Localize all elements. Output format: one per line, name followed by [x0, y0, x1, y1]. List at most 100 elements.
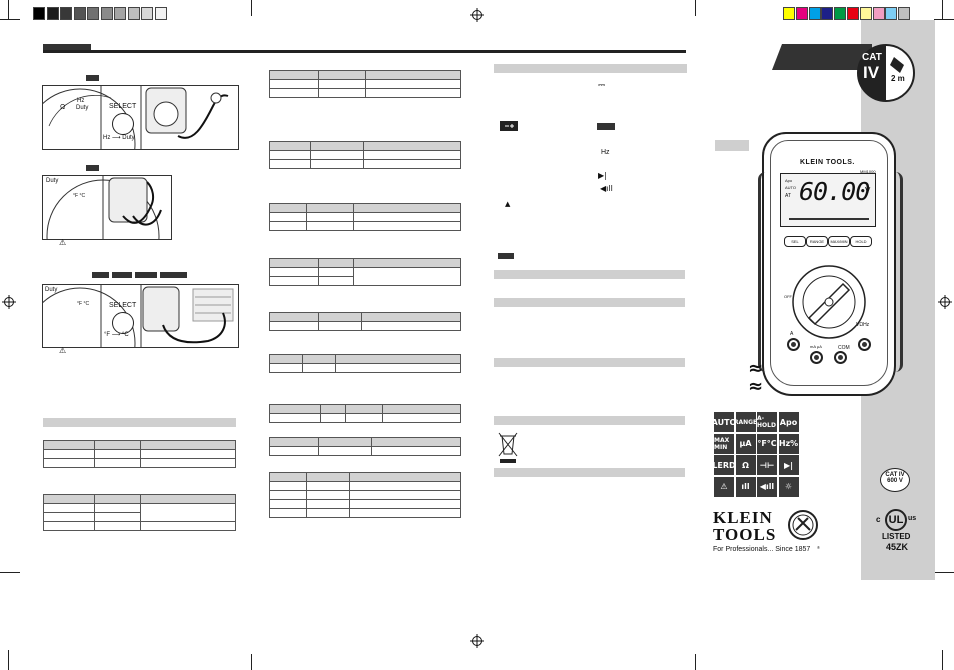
lcd-apo: Apo	[785, 178, 793, 183]
color-swatch	[847, 7, 859, 20]
gray-swatch	[87, 7, 99, 20]
jack-v[interactable]	[858, 338, 871, 351]
lcd-auto: AUTO	[785, 185, 797, 190]
section-tab	[43, 44, 91, 53]
logo-seal-icon	[788, 510, 818, 540]
continuity-icon: ◀ıll	[600, 184, 613, 193]
spec-table	[269, 258, 461, 286]
crop-mark	[8, 650, 9, 670]
registration-mark-left	[2, 295, 16, 309]
dial-off-label: OFF	[784, 294, 792, 299]
cat-label: CAT	[862, 52, 882, 63]
ul-listed-mark: c UL us LISTED 45ZK	[876, 509, 920, 555]
logo-wordmark: KLEIN TOOLS	[713, 508, 777, 544]
cat-badge-banner	[772, 44, 872, 70]
section-header	[494, 64, 687, 73]
gray-swatch	[73, 7, 86, 20]
gray-swatch	[33, 7, 45, 20]
spec-table	[269, 404, 461, 423]
crop-mark	[942, 0, 943, 20]
logo-tagline: For Professionals... Since 1857	[713, 546, 811, 553]
crop-mark	[251, 0, 252, 16]
diode-icon: ▶|	[598, 171, 607, 180]
maxmin-icon: MAX MIN	[714, 433, 734, 454]
bargraph-icon: ıll	[735, 476, 756, 497]
select-label: SELECT	[109, 103, 137, 110]
header-rule	[43, 50, 686, 53]
color-swatch	[795, 7, 808, 20]
color-swatch	[872, 7, 885, 20]
logo-reg-mark: ®	[817, 545, 820, 550]
temp-caption: °F ⟶ °C	[104, 332, 129, 338]
sel-button[interactable]: SEL	[784, 236, 806, 247]
gray-swatch	[154, 7, 167, 20]
crop-mark	[0, 572, 20, 573]
diode-icon: ▶|	[778, 455, 799, 475]
crop-mark	[0, 19, 20, 20]
registration-mark-right	[938, 295, 952, 309]
lcd-unit: V	[865, 186, 871, 195]
select-button[interactable]	[112, 113, 134, 135]
spec-table	[269, 141, 461, 169]
hz-symbol: Hz	[601, 149, 610, 156]
jack-a[interactable]	[787, 338, 800, 351]
label-tag	[160, 272, 187, 278]
hz-duty-diagram: Ω Hz Duty SELECT Hz ⟶ Duty	[42, 85, 239, 150]
select-button[interactable]	[112, 312, 134, 334]
color-swatch	[808, 7, 821, 20]
backlight-icon: ☼	[778, 476, 799, 497]
hold-button[interactable]: HOLD	[850, 236, 872, 247]
rotary-dial[interactable]	[787, 260, 871, 344]
section-header	[494, 298, 685, 307]
label-tag	[498, 253, 514, 259]
color-swatch	[885, 7, 898, 20]
meter-lcd: Apo AUTO AT 60.00 V	[780, 173, 876, 227]
battery-icon	[500, 121, 518, 131]
section-header	[494, 416, 685, 425]
crop-mark	[695, 0, 696, 16]
dc-symbol: ⎓	[598, 80, 606, 90]
ul-code: 45ZK	[886, 542, 909, 552]
gray-swatch	[46, 7, 59, 20]
color-swatch	[859, 7, 872, 20]
triangle-icon: ▲	[505, 200, 511, 208]
ul-us: us	[908, 515, 917, 522]
cert-volts: 600 V	[887, 478, 903, 484]
ul-c: c	[876, 515, 881, 524]
color-swatch	[821, 7, 834, 20]
crop-mark	[942, 650, 943, 670]
jack-ma-label: mA μA	[810, 344, 822, 349]
spec-table	[269, 354, 461, 373]
microamp-icon: μA	[735, 433, 756, 454]
label-tag	[92, 272, 109, 278]
jack-com[interactable]	[834, 351, 847, 364]
ul-circle-icon: UL	[885, 509, 907, 531]
temperature-diagram: Duty °F °C SELECT °F ⟶ °C	[42, 284, 239, 348]
jack-v-label: VΩHz	[856, 322, 870, 328]
warning-icon: ⚠	[59, 238, 67, 247]
warning-icon: ⚠	[714, 476, 734, 497]
crop-mark	[8, 0, 9, 20]
dial-duty-label: Duty	[46, 178, 59, 184]
ul-listed: LISTED	[882, 532, 911, 541]
lcd-at: AT	[785, 193, 792, 199]
spec-table	[269, 437, 461, 456]
capacitance-icon: ⊣⊢	[757, 455, 777, 475]
registration-mark-bottom	[470, 634, 484, 648]
gray-swatch	[100, 7, 113, 20]
gray-swatch	[114, 7, 126, 20]
range-button[interactable]: RANGE	[806, 236, 828, 247]
lcd-bargraph	[789, 218, 869, 220]
maxmin-button[interactable]: MAX/MIN	[828, 236, 850, 247]
spec-table	[269, 70, 461, 98]
dial-temp-label: °F °C	[73, 193, 86, 199]
lcd-reading: 60.00	[799, 177, 870, 206]
lead-icon: LERD	[712, 455, 736, 475]
section-header	[494, 270, 685, 279]
apo-icon: Apo	[778, 412, 799, 432]
dial-duty-label: Duty	[45, 287, 58, 293]
multimeter-illustration: KLEIN TOOLS. MM1000 Apo AUTO AT 60.00 V …	[758, 132, 903, 396]
jack-ma[interactable]	[810, 351, 823, 364]
color-swatch	[783, 7, 795, 20]
meter-brand: KLEIN TOOLS.	[800, 159, 855, 166]
